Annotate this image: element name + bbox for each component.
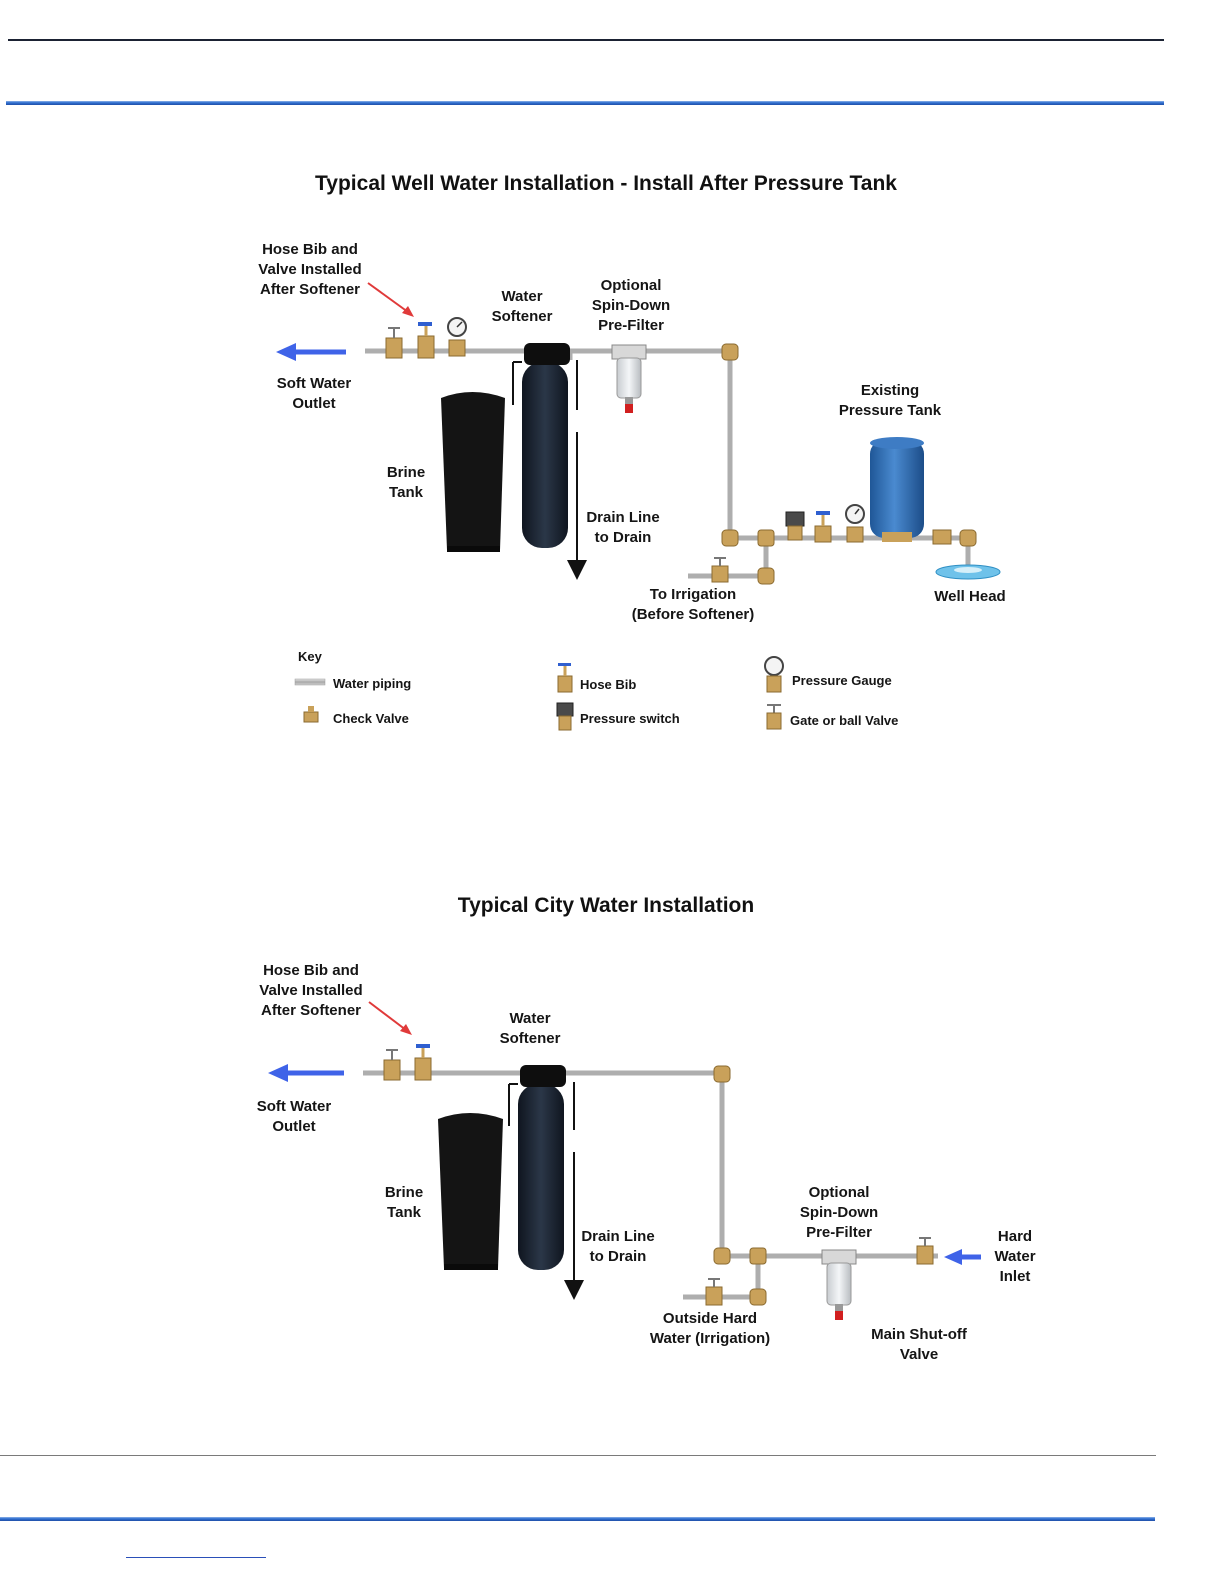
city-main-shutoff-label: Main Shut-off Valve	[871, 1326, 967, 1363]
well-brine-tank-label: Brine Tank	[386, 464, 426, 501]
footer-link-underline[interactable]	[126, 1557, 266, 1558]
key-heading: Key	[298, 649, 322, 664]
city-brine-tank-label: Brine Tank	[384, 1184, 424, 1221]
header-rule	[8, 39, 1164, 41]
well-water-softener-label: Water Softener	[491, 288, 553, 325]
hose-bib-icon	[557, 663, 573, 693]
water-softener	[508, 1065, 566, 1270]
city-diagram-title: Typical City Water Installation	[457, 894, 755, 917]
well-head-label: Well Head	[934, 588, 1006, 605]
key-hose-bib: Hose Bib	[580, 677, 637, 692]
city-hard-water-inlet-label: Hard Water Inlet	[994, 1228, 1036, 1285]
flow-arrow-icon	[268, 1064, 344, 1082]
well-head	[935, 564, 1001, 580]
brine-tank	[441, 392, 505, 552]
pressure-gauge-icon	[764, 656, 784, 693]
pressure-switch-icon	[785, 511, 805, 541]
pressure-tank	[870, 437, 924, 542]
key-gate-valve: Gate or ball Valve	[790, 713, 899, 728]
pressure-gauge-icon	[845, 504, 865, 543]
flow-arrow-icon	[276, 343, 346, 361]
city-hose-bib-note: Hose Bib and Valve Installed After Softe…	[259, 962, 363, 1019]
water-piping-icon	[294, 678, 326, 686]
key-icons	[294, 656, 784, 731]
key-pressure-switch: Pressure switch	[580, 711, 680, 726]
check-valve-icon	[932, 529, 952, 545]
well-diagram-title: Typical Well Water Installation - Instal…	[315, 172, 897, 195]
spin-down-prefilter	[611, 344, 647, 413]
gate-valve-icon	[711, 557, 729, 583]
header-blue-rule	[6, 101, 1164, 105]
footer-rule	[0, 1455, 1156, 1456]
gate-valve-icon	[385, 327, 403, 359]
hose-bib-icon	[414, 1044, 432, 1081]
pointer-arrow	[367, 282, 414, 317]
key-check-valve: Check Valve	[333, 711, 409, 726]
gate-valve-icon	[383, 1049, 401, 1081]
check-valve-icon	[303, 706, 319, 723]
gate-valve-icon	[766, 704, 782, 730]
well-drain-line-label: Drain Line to Drain	[586, 509, 660, 546]
city-drain-line-label: Drain Line to Drain	[581, 1228, 655, 1265]
well-hose-bib-note: Hose Bib and Valve Installed After Softe…	[258, 241, 362, 298]
city-outside-hard-water-label: Outside Hard Water (Irrigation)	[649, 1310, 771, 1347]
well-prefilter-label: Optional Spin-Down Pre-Filter	[591, 277, 671, 334]
key-water-piping: Water piping	[333, 676, 412, 691]
well-existing-pressure-tank-label: Existing Pressure Tank	[838, 382, 942, 419]
city-diagram	[268, 1001, 981, 1320]
spin-down-prefilter	[821, 1249, 857, 1320]
well-soft-water-outlet-label: Soft Water Outlet	[276, 375, 352, 412]
city-prefilter-label: Optional Spin-Down Pre-Filter	[799, 1184, 879, 1241]
hose-bib-icon	[417, 322, 435, 359]
well-diagram	[276, 282, 1001, 731]
footer-blue-rule	[0, 1517, 1155, 1521]
city-water-softener-label: Water Softener	[499, 1010, 561, 1047]
key-pressure-gauge: Pressure Gauge	[792, 673, 892, 688]
city-elbows	[713, 1065, 767, 1306]
pressure-switch-icon	[556, 702, 574, 731]
gate-valve-icon	[705, 1278, 723, 1306]
well-irrigation-label: To Irrigation (Before Softener)	[631, 586, 755, 623]
pressure-gauge-icon	[447, 317, 467, 357]
brine-tank	[438, 1113, 503, 1270]
well-elbows	[721, 343, 977, 585]
pointer-arrow	[368, 1001, 412, 1035]
hose-bib-icon	[814, 511, 832, 543]
gate-valve-icon	[916, 1237, 934, 1265]
flow-arrow-icon	[944, 1249, 981, 1265]
city-soft-water-outlet-label: Soft Water Outlet	[256, 1098, 332, 1135]
water-softener	[512, 343, 570, 548]
